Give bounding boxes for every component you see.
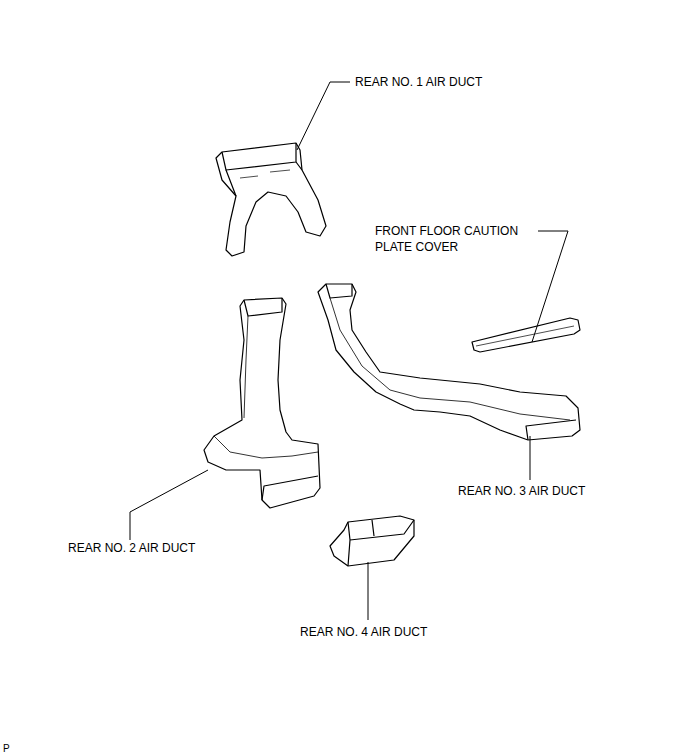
part-label: REAR NO. 4 AIR DUCT — [300, 624, 427, 640]
leader-lines — [130, 82, 568, 620]
page-mark: P — [3, 741, 10, 756]
part-label: REAR NO. 2 AIR DUCT — [68, 540, 195, 556]
part-label: FRONT FLOOR CAUTION PLATE COVER — [375, 223, 525, 255]
part-label: REAR NO. 1 AIR DUCT — [355, 74, 482, 90]
rear-no4-duct — [330, 516, 414, 566]
rear-no2-duct — [204, 298, 320, 508]
rear-no3-duct — [318, 284, 580, 440]
caution-plate-cover — [472, 318, 580, 352]
rear-no1-duct — [216, 143, 326, 256]
part-label: REAR NO. 3 AIR DUCT — [458, 483, 585, 499]
